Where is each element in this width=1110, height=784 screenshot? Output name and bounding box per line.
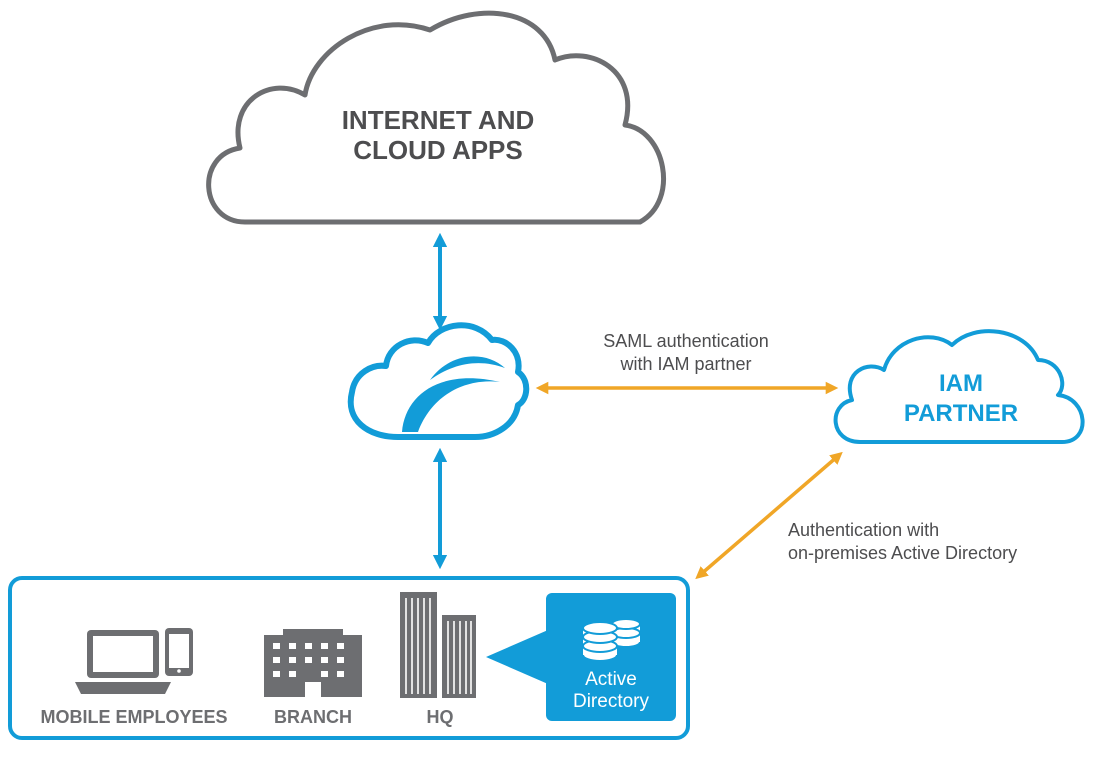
cloud-outline-icon xyxy=(833,329,1085,444)
swoosh-icon xyxy=(402,378,500,432)
iam-partner-title-line1: IAM xyxy=(939,370,983,397)
hq-label: HQ xyxy=(427,707,454,727)
ad-auth-arrow xyxy=(695,451,843,580)
branch: BRANCH xyxy=(264,629,362,727)
hq: HQ xyxy=(400,592,476,727)
saml-label-line1: SAML authentication xyxy=(603,331,768,351)
building-icon xyxy=(264,629,362,697)
branch-label: BRANCH xyxy=(274,707,352,727)
active-directory-callout: Active Directory xyxy=(486,593,676,721)
saml-label-line2: with IAM partner xyxy=(619,354,751,374)
laptop-phone-icon xyxy=(75,628,193,694)
mobile-employees: MOBILE EMPLOYEES xyxy=(40,628,228,727)
iam-partner-cloud: IAM PARTNER xyxy=(833,329,1085,444)
internet-cloud-title-line1: INTERNET AND xyxy=(342,105,535,135)
internet-cloud-title-line2: CLOUD APPS xyxy=(353,135,523,165)
cloud-security-logo-icon xyxy=(347,322,530,440)
mobile-employees-label: MOBILE EMPLOYEES xyxy=(40,707,227,727)
active-directory-label-line2: Directory xyxy=(573,691,650,712)
iam-partner-title-line2: PARTNER xyxy=(904,400,1018,427)
swoosh-icon-upper xyxy=(430,356,505,380)
security-cloud-node xyxy=(347,322,530,440)
active-directory-label-line1: Active xyxy=(585,669,637,690)
internet-cloud: INTERNET AND CLOUD APPS xyxy=(206,10,666,225)
database-icon xyxy=(582,618,641,662)
ad-auth-label-line1: Authentication with xyxy=(788,520,939,540)
tower-buildings-icon xyxy=(400,592,476,698)
ad-auth-label-line2: on-premises Active Directory xyxy=(788,543,1017,563)
cloud-outline-icon xyxy=(206,10,666,225)
callout-pointer xyxy=(486,630,548,684)
